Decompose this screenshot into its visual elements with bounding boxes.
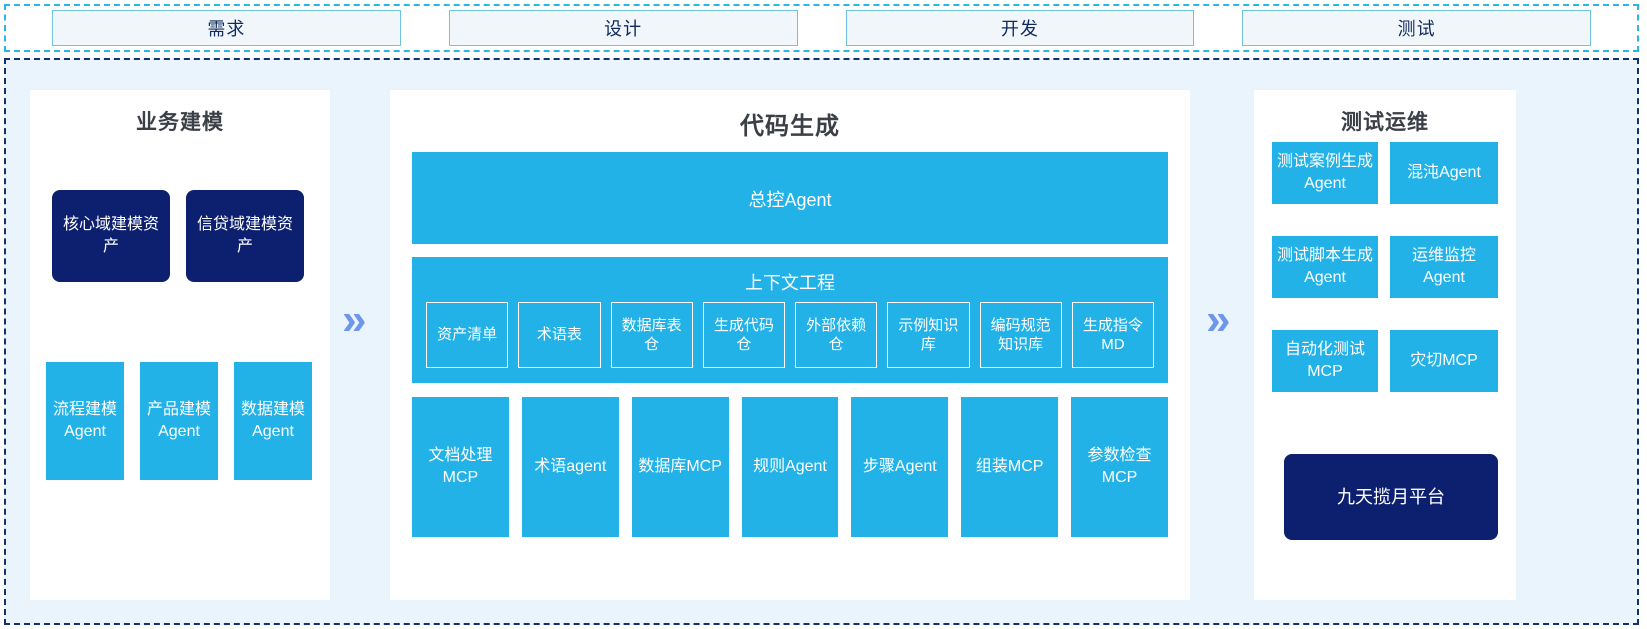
asset-label: 信贷域建模资产 (196, 216, 293, 255)
agent-label: 数据建模Agent (240, 401, 305, 440)
phase-tab-development[interactable]: 开发 (845, 10, 1195, 46)
phase-label: 开发 (1000, 19, 1039, 39)
agent-label: 产品建模Agent (146, 401, 211, 440)
mcp-automated-testing[interactable]: 自动化测试MCP (1272, 330, 1378, 392)
codegen-tool-box[interactable]: 数据库MCP (631, 397, 729, 537)
main-stage: » » 业务建模 核心域建模资产 信贷域建模资产 流程建模Agent 产品建模A… (4, 58, 1639, 625)
chevron-right-icon: » (1206, 295, 1231, 344)
master-control-agent-bar[interactable]: 总控Agent (412, 152, 1168, 244)
codegen-tool-label: 数据库MCP (638, 458, 722, 476)
context-item-label: 外部依赖仓 (806, 316, 867, 354)
agent-label: 灾切MCP (1410, 352, 1478, 370)
phase-tab-requirements[interactable]: 需求 (52, 10, 401, 46)
codegen-tool-label: 参数检查MCP (1087, 447, 1152, 486)
context-item[interactable]: 资产清单 (426, 302, 509, 368)
codegen-tool-label: 文档处理MCP (428, 447, 493, 486)
phase-tab-testing[interactable]: 测试 (1242, 10, 1591, 46)
asset-core-domain[interactable]: 核心域建模资产 (52, 190, 170, 282)
context-item[interactable]: 术语表 (518, 302, 601, 368)
agent-label: 流程建模Agent (52, 401, 117, 440)
agent-label: 自动化测试MCP (1284, 341, 1365, 380)
agent-data-modeling[interactable]: 数据建模Agent (234, 362, 312, 480)
agent-testscript-generation[interactable]: 测试脚本生成Agent (1272, 236, 1378, 298)
context-item[interactable]: 编码规范知识库 (979, 302, 1062, 368)
codegen-tool-box[interactable]: 文档处理MCP (412, 397, 509, 537)
codegen-tool-box[interactable]: 规则Agent (741, 397, 839, 537)
panel-test-operations: 测试运维 测试案例生成Agent 混沌Agent 测试脚本生成Agent 运维监… (1254, 90, 1516, 600)
asset-credit-domain[interactable]: 信贷域建模资产 (186, 190, 304, 282)
context-item[interactable]: 外部依赖仓 (795, 302, 878, 368)
agent-label: 混沌Agent (1407, 164, 1481, 182)
context-item-label: 生成代码仓 (713, 316, 774, 354)
context-item-label: 术语表 (536, 326, 582, 344)
codegen-tool-box[interactable]: 参数检查MCP (1071, 397, 1168, 537)
context-item[interactable]: 数据库表仓 (610, 302, 693, 368)
phase-label: 需求 (207, 19, 246, 39)
mcp-disaster-recovery[interactable]: 灾切MCP (1390, 330, 1498, 392)
agent-testcase-generation[interactable]: 测试案例生成Agent (1272, 142, 1378, 204)
phase-tab-design[interactable]: 设计 (448, 10, 798, 46)
phase-strip: 需求 设计 开发 测试 (4, 4, 1639, 52)
context-item-label: 示例知识库 (898, 316, 959, 354)
agent-ops-monitoring[interactable]: 运维监控Agent (1390, 236, 1498, 298)
panel-title: 测试运维 (1341, 111, 1429, 134)
context-item[interactable]: 示例知识库 (887, 302, 970, 368)
context-engineering-bar: 上下文工程 资产清单 术语表 数据库表仓生成代码仓外部依赖仓示例知识库编码规范知识库… (412, 257, 1168, 383)
context-engineering-label: 上下文工程 (745, 273, 835, 293)
agent-process-modeling[interactable]: 流程建模Agent (46, 362, 124, 480)
agent-label: 运维监控Agent (1411, 247, 1476, 286)
agent-label: 测试脚本生成Agent (1276, 247, 1373, 286)
panel-title: 业务建模 (136, 111, 224, 134)
panel-business-modeling: 业务建模 核心域建模资产 信贷域建模资产 流程建模Agent 产品建模Agent… (30, 90, 330, 600)
context-item[interactable]: 生成代码仓 (702, 302, 785, 368)
context-item-label: 生成指令MD (1082, 316, 1143, 354)
context-item-label: 编码规范知识库 (990, 316, 1051, 354)
codegen-tool-box[interactable]: 术语agent (521, 397, 619, 537)
context-item-label: 资产清单 (437, 326, 498, 344)
context-item-label: 数据库表仓 (621, 316, 682, 354)
agent-product-modeling[interactable]: 产品建模Agent (140, 362, 218, 480)
panel-code-generation: 代码生成 总控Agent 上下文工程 资产清单 术语表 数据库表仓生成代码仓外部依赖… (390, 90, 1190, 600)
chevron-right-icon: » (342, 295, 367, 344)
asset-label: 核心域建模资产 (62, 216, 159, 255)
agent-chaos[interactable]: 混沌Agent (1390, 142, 1498, 204)
panel-title: 代码生成 (740, 113, 840, 140)
codegen-tool-box[interactable]: 组装MCP (961, 397, 1059, 537)
agent-label: 测试案例生成Agent (1276, 153, 1373, 192)
codegen-tool-label: 规则Agent (753, 458, 827, 476)
master-control-agent-label: 总控Agent (748, 190, 832, 210)
context-item[interactable]: 生成指令MD (1071, 302, 1154, 368)
jiutian-lanyue-platform[interactable]: 九天揽月平台 (1284, 454, 1498, 540)
codegen-tool-box[interactable]: 步骤Agent (851, 397, 949, 537)
phase-label: 测试 (1397, 19, 1436, 39)
codegen-tool-label: 术语agent (534, 458, 607, 476)
codegen-tool-label: 组装MCP (975, 458, 1044, 476)
phase-label: 设计 (604, 19, 643, 39)
platform-label: 九天揽月平台 (1337, 486, 1445, 507)
codegen-tool-label: 步骤Agent (862, 458, 937, 476)
